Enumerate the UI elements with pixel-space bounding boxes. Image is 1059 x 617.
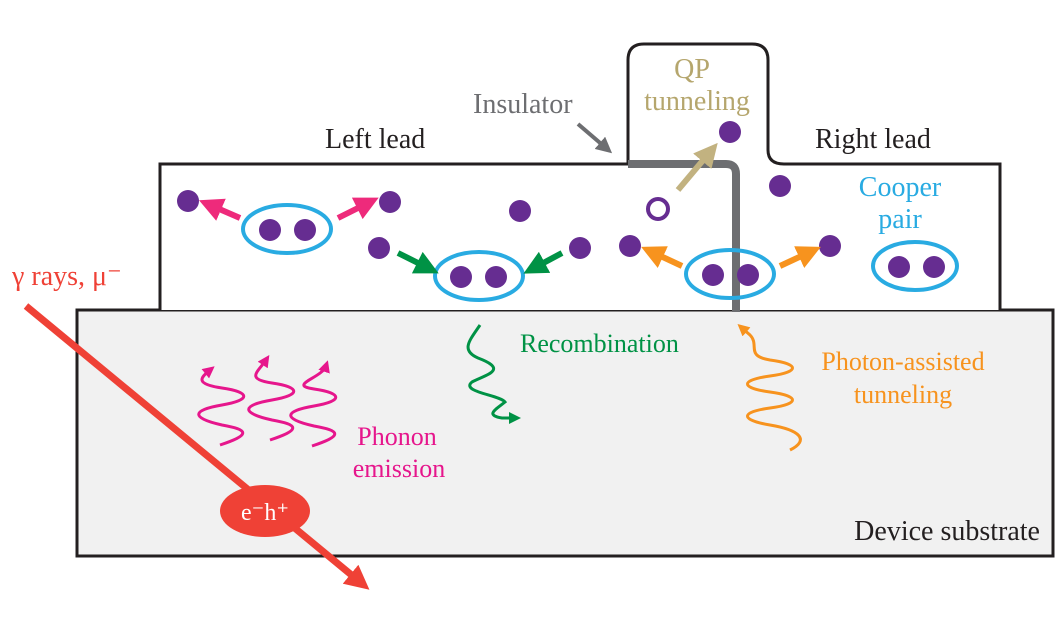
recombination-label: Recombination xyxy=(520,329,679,358)
quasiparticle-hole xyxy=(646,197,670,221)
cooper-pair-right xyxy=(871,240,959,292)
recombination-arrow-right xyxy=(523,250,564,274)
photon-assisted-label-line1: Photon-assisted xyxy=(821,347,984,376)
photon-assisted-label-line2: tunneling xyxy=(854,380,952,409)
photon-arrow-left xyxy=(641,246,684,269)
insulator-barrier xyxy=(628,160,740,312)
insulator-label: Insulator xyxy=(473,89,573,120)
electron-hole-label: e⁻h⁺ xyxy=(241,500,289,526)
gamma-rays-label: γ rays, μ⁻ xyxy=(11,261,122,292)
phonon-emission-label-line1: Phonon xyxy=(357,422,436,451)
pair-breaking-arrow-right xyxy=(336,197,379,221)
qp-tunneling-label-line1: QP xyxy=(674,54,710,85)
recombination-wave xyxy=(466,324,521,424)
quasiparticles xyxy=(177,121,841,259)
left-lead-label: Left lead xyxy=(325,124,425,155)
recombination-arrow-left xyxy=(396,250,439,274)
pair-breaking-arrow-left xyxy=(198,198,242,221)
qp-tunneling-label-line2: tunneling xyxy=(644,86,750,117)
photon-arrow-right xyxy=(778,246,821,269)
phonon-wave-1 xyxy=(197,366,246,447)
cooper-pair-label-line1: Cooper xyxy=(859,172,942,203)
right-lead-label: Right lead xyxy=(815,124,931,155)
insulator-pointer-arrow xyxy=(576,122,613,154)
photon-wave xyxy=(737,324,802,452)
cooper-pair-label-line2: pair xyxy=(878,204,922,235)
phonon-wave-2 xyxy=(247,355,296,442)
gamma-ray-arrow xyxy=(23,303,370,590)
device-substrate-label: Device substrate xyxy=(854,516,1040,547)
phonon-emission-label-line2: emission xyxy=(353,454,445,483)
cooper-pair-left xyxy=(241,203,333,255)
cooper-pair-junction xyxy=(684,248,776,300)
cooper-pair-middle xyxy=(433,250,525,302)
phonon-wave-3 xyxy=(289,360,338,448)
qp-tunneling-arrow xyxy=(675,142,718,192)
electron-hole-pair-badge xyxy=(220,485,310,537)
